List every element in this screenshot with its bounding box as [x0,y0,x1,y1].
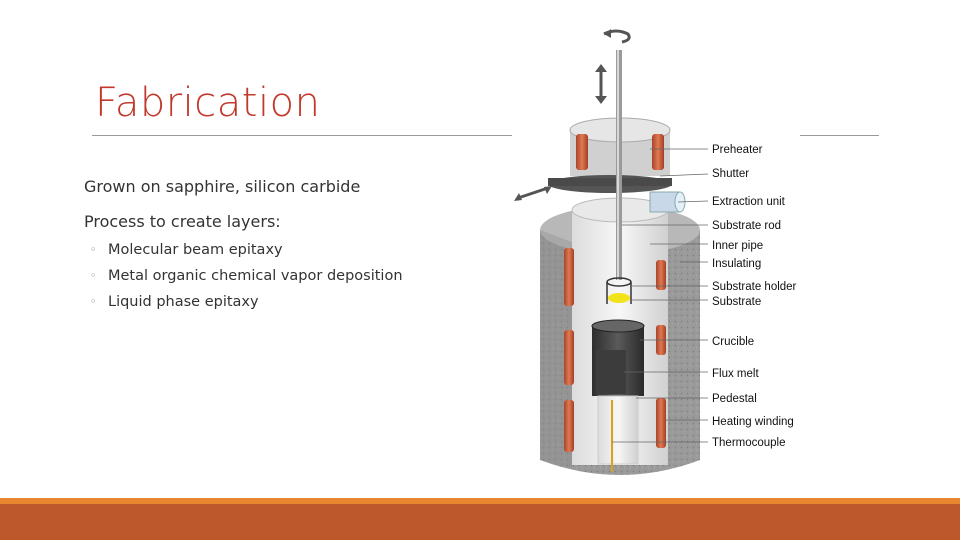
bullet-substrate: Grown on sapphire, silicon carbide [84,177,361,196]
heating-winding [564,248,666,452]
process-sub-list: ◦ Molecular beam epitaxy ◦ Metal organic c… [90,237,403,315]
label-substrate-holder: Substrate holder [712,281,797,293]
slide-title: Fabrication [95,80,321,126]
title-underline-right [800,135,879,136]
label-inner-pipe: Inner pipe [712,240,763,252]
title-underline-left [92,135,512,136]
label-thermocouple: Thermocouple [712,437,786,449]
label-extraction-unit: Extraction unit [712,196,786,208]
label-insulating: Insulating [712,258,761,270]
sub-bullet-text: Metal organic chemical vapor deposition [108,268,403,284]
bullet-process: Process to create layers: [84,212,281,231]
label-flux-melt: Flux melt [712,368,759,380]
bullet-circle-icon: ◦ [90,269,97,282]
sub-bullet-text: Liquid phase epitaxy [108,294,259,310]
substrate-rod [616,50,622,280]
label-substrate: Substrate [712,296,761,308]
list-item: ◦ Metal organic chemical vapor deposition [90,263,403,289]
bullet-circle-icon: ◦ [90,295,97,308]
shutter [548,175,672,193]
bullet-circle-icon: ◦ [90,243,97,256]
sub-bullet-text: Molecular beam epitaxy [108,242,283,258]
horizontal-motion-arrow-icon [514,186,552,201]
footer-accent-stripe [0,498,960,504]
flux-melt [596,350,626,394]
label-crucible: Crucible [712,336,754,348]
diagram-labels: Preheater Shutter Extraction unit Substr… [712,144,797,449]
rotation-arrow-icon [603,29,631,44]
list-item: ◦ Molecular beam epitaxy [90,237,403,263]
label-heating-winding: Heating winding [712,416,794,428]
pedestal [597,395,639,465]
substrate [608,293,630,303]
vertical-motion-arrow-icon [595,64,607,104]
footer-bar [0,504,960,540]
list-item: ◦ Liquid phase epitaxy [90,289,403,315]
furnace-diagram: Preheater Shutter Extraction unit Substr… [514,29,797,475]
label-preheater: Preheater [712,144,763,156]
label-pedestal: Pedestal [712,393,757,405]
label-substrate-rod: Substrate rod [712,220,781,232]
label-shutter: Shutter [712,168,749,180]
leader-lines [612,148,709,443]
